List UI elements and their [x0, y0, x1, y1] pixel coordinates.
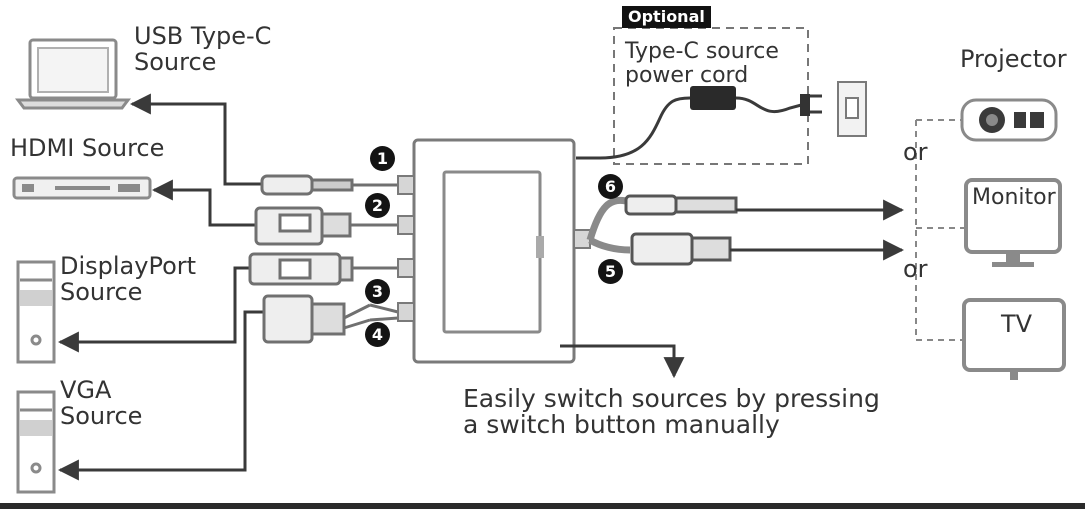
display-dashed-lines [915, 119, 966, 341]
switch-note-label: Easily switch sources by pressing a swit… [463, 384, 880, 440]
monitor-label: Monitor [972, 185, 1056, 210]
hdmi-source-label: HDMI Source [10, 134, 165, 162]
projector-label: Projector [960, 45, 1067, 73]
optional-badge: Optional [622, 6, 711, 28]
wall-outlet-icon [800, 81, 867, 137]
usb-source-label: USB Type-C Source [134, 22, 272, 76]
switch-button-leader [560, 344, 685, 379]
displayport-connector [248, 252, 398, 286]
desktop-tower-icon [16, 390, 56, 494]
or-label: or [903, 138, 928, 166]
output-cables [586, 194, 905, 266]
port-number-badge: 3 [365, 279, 390, 304]
port-number-badge: 2 [365, 193, 390, 218]
desktop-tower-icon [16, 260, 56, 364]
or-label: or [903, 255, 928, 283]
tv-icon [962, 298, 1066, 380]
monitor-icon [964, 178, 1062, 267]
vga-connector [262, 294, 399, 344]
port-number-badge: 4 [365, 322, 390, 347]
bottom-divider [0, 503, 1085, 509]
hdmi-connector [254, 206, 398, 246]
projector-icon [960, 98, 1058, 142]
port-number-badge: 5 [598, 259, 623, 284]
switch-box-icon [397, 138, 591, 364]
port-number-badge: 1 [370, 146, 395, 171]
tv-label: TV [1001, 310, 1033, 338]
displayport-source-label: DisplayPort Source [60, 252, 197, 306]
laptop-icon [15, 38, 131, 110]
hdmi-player-icon [12, 176, 152, 200]
power-cord-label: Type-C source power cord [625, 39, 779, 89]
port-number-badge: 6 [598, 174, 623, 199]
vga-source-label: VGA Source [60, 376, 143, 430]
optional-box [613, 27, 809, 165]
usb-c-connector [260, 174, 398, 196]
power-adapter-icon [576, 86, 806, 160]
